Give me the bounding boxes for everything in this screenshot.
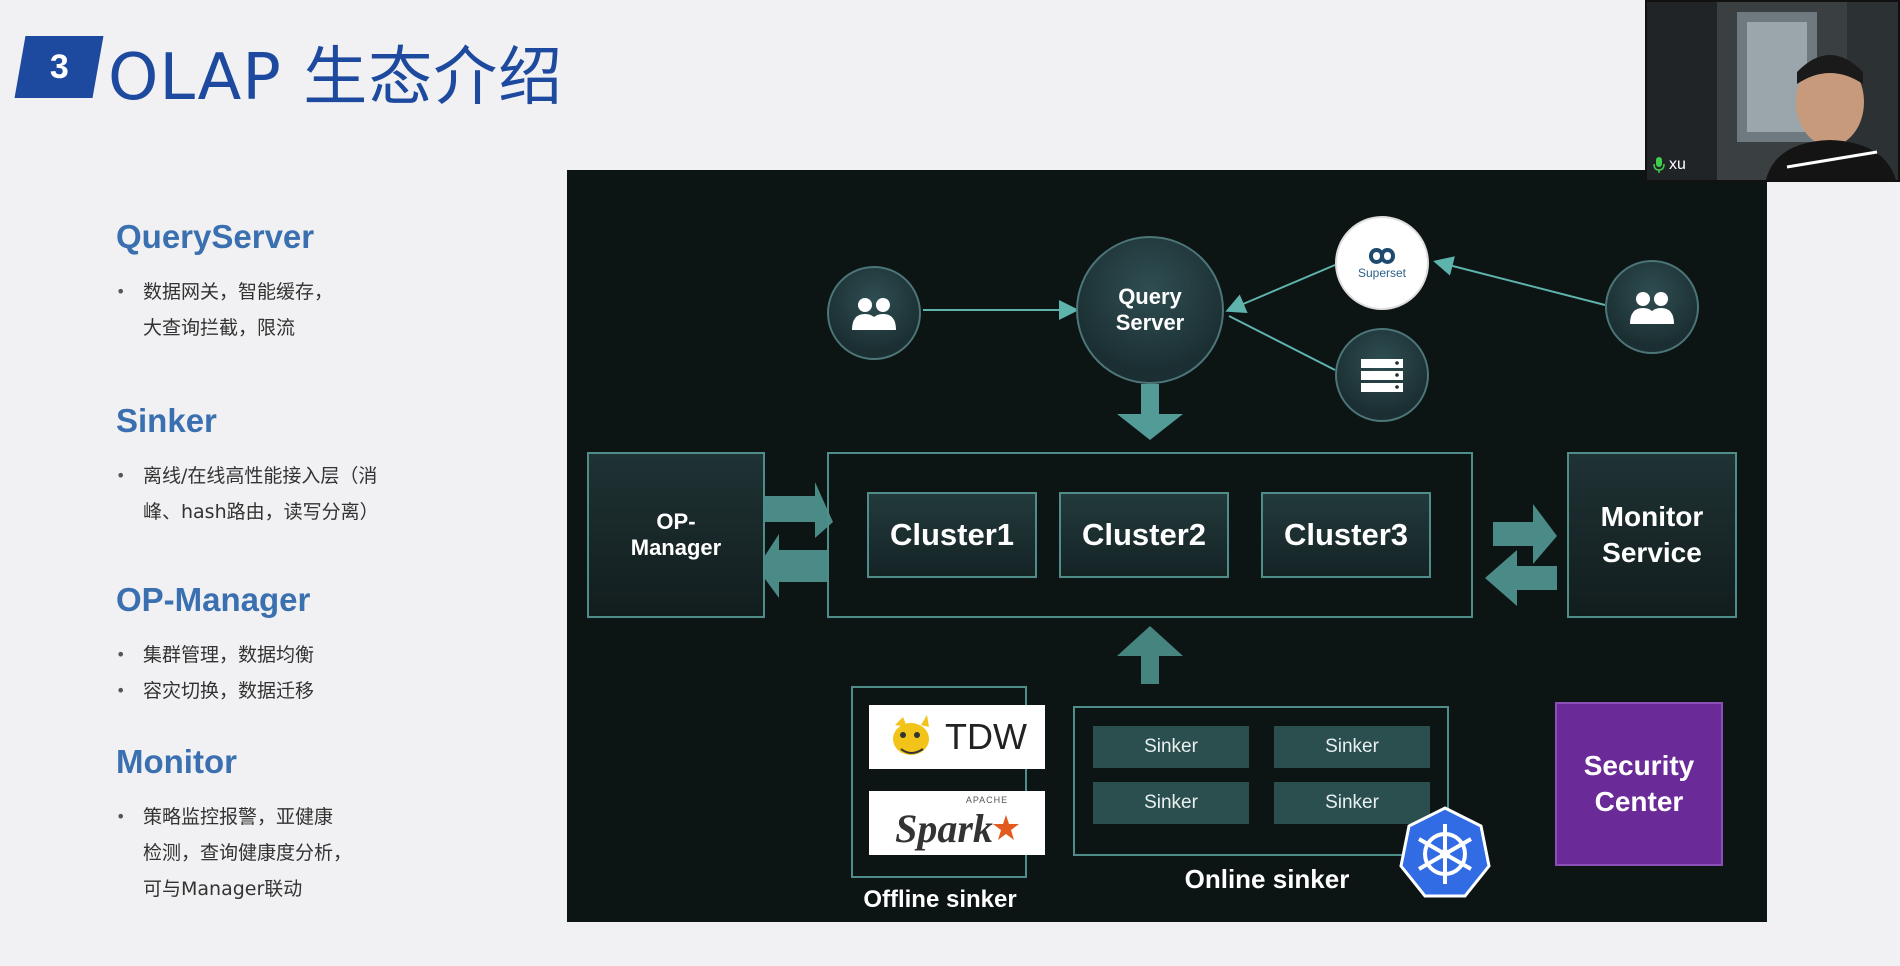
spark-logo: APACHE Spark <box>869 791 1045 855</box>
sinker-node: Sinker <box>1093 782 1249 824</box>
cluster-node: Cluster1 <box>867 492 1037 578</box>
arrow-up <box>1117 626 1183 684</box>
op-manager-node: OP- Manager <box>587 452 765 618</box>
architecture-diagram: Query Server Superset OP- Manager Cluste… <box>567 170 1767 922</box>
database-icon <box>1335 328 1429 422</box>
bullet-item: 集群管理，数据均衡 <box>116 637 536 673</box>
cluster-node: Cluster3 <box>1261 492 1431 578</box>
slide-number-badge: 3 <box>14 36 104 98</box>
section-heading: Monitor <box>116 743 237 780</box>
participant-video[interactable]: xu <box>1645 0 1900 182</box>
offline-sinker-group <box>851 686 1027 878</box>
section-heading: OP-Manager <box>116 581 311 618</box>
security-center-node: Security Center <box>1555 702 1723 866</box>
kubernetes-icon <box>1399 806 1491 898</box>
spark-label: Spark <box>895 805 993 851</box>
sinker-node: Sinker <box>1274 782 1430 824</box>
section-sinker: Sinker 离线/在线高性能接入层（消 峰、hash路由，读写分离） <box>116 402 536 530</box>
slide-title: OLAP 生态介绍 <box>108 41 564 115</box>
arrow-left <box>757 534 827 598</box>
online-sinker-label: Online sinker <box>1184 864 1350 894</box>
bullet-item: 离线/在线高性能接入层（消 峰、hash路由，读写分离） <box>116 458 536 530</box>
star-icon <box>992 815 1019 840</box>
hive-icon <box>893 715 930 755</box>
section-op-manager: OP-Manager 集群管理，数据均衡 容灾切换，数据迁移 <box>116 581 536 709</box>
bullet-item: 数据网关，智能缓存， 大查询拦截，限流 <box>116 274 536 346</box>
cluster-node: Cluster2 <box>1059 492 1229 578</box>
cluster-group <box>827 452 1473 618</box>
superset-logo: Superset <box>1335 216 1429 310</box>
diagram-connectors <box>757 256 1606 684</box>
users-icon <box>827 266 921 360</box>
participant-name-tag: xu <box>1653 156 1686 174</box>
participant-video-feed <box>1647 2 1898 180</box>
offline-sinker-label: Offline sinker <box>863 886 1017 913</box>
arrow-down <box>1117 384 1183 440</box>
users-icon <box>1605 260 1699 354</box>
section-heading: QueryServer <box>116 218 315 255</box>
connector-line <box>1225 264 1336 313</box>
apache-label: APACHE <box>965 794 1009 805</box>
sinker-node: Sinker <box>1093 726 1249 768</box>
monitor-service-node: Monitor Service <box>1567 452 1737 618</box>
tdw-logo: TDW <box>869 705 1045 769</box>
connector-line <box>1228 315 1336 371</box>
online-sinker-group <box>1073 706 1449 856</box>
slide-number: 3 <box>49 47 69 86</box>
arrow-right <box>765 482 833 538</box>
arrow-left <box>1485 550 1557 606</box>
participant-name: xu <box>1669 156 1686 173</box>
infinity-icon <box>1368 248 1396 264</box>
superset-label: Superset <box>1357 266 1407 280</box>
section-heading: Sinker <box>116 402 217 439</box>
query-server-node: Query Server <box>1076 236 1224 384</box>
section-queryserver: QueryServer 数据网关，智能缓存， 大查询拦截，限流 <box>116 218 536 346</box>
sinker-node: Sinker <box>1274 726 1430 768</box>
bullet-item: 容灾切换，数据迁移 <box>116 673 536 709</box>
mic-icon <box>1653 157 1665 173</box>
bullet-item: 策略监控报警，亚健康 检测，查询健康度分析， 可与Manager联动 <box>116 799 536 907</box>
tdw-label: TDW <box>945 716 1027 757</box>
section-monitor: Monitor 策略监控报警，亚健康 检测，查询健康度分析， 可与Manager… <box>116 743 536 907</box>
arrow-right <box>1493 504 1557 564</box>
connector-line <box>1433 256 1606 306</box>
